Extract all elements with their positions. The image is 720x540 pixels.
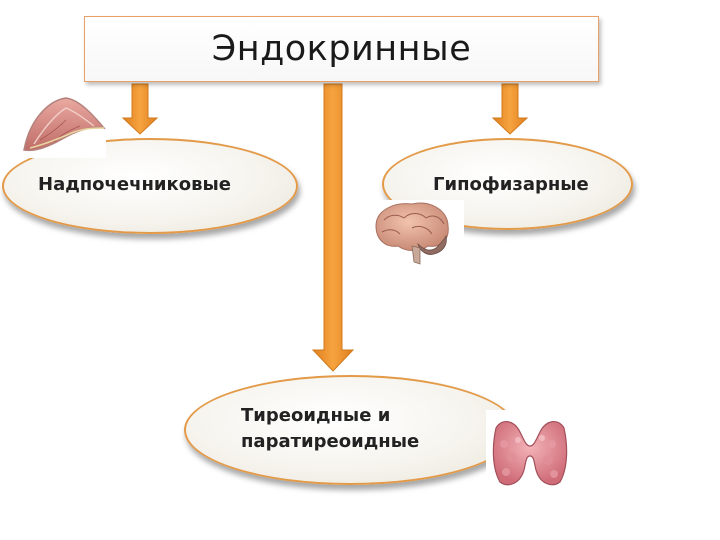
- adrenal-gland-image: [20, 94, 106, 158]
- title-text: Эндокринные: [211, 29, 472, 69]
- adrenal-label: Надпочечниковые: [38, 174, 231, 195]
- brain-image: [367, 200, 464, 266]
- arrow-to-pituitary: [491, 83, 529, 135]
- thyroid-label: Тиреоидные и паратиреоидные: [241, 403, 419, 455]
- thyroid-label-line1: Тиреоидные и: [241, 405, 391, 426]
- pituitary-label: Гипофизарные: [433, 174, 589, 195]
- arrow-to-adrenal: [121, 83, 159, 135]
- thyroid-label-line2: паратиреоидные: [241, 431, 420, 452]
- thyroid-node: [184, 375, 517, 485]
- thyroid-gland-image: [486, 410, 574, 490]
- arrow-to-thyroid: [311, 83, 355, 372]
- title-box: Эндокринные: [84, 16, 599, 82]
